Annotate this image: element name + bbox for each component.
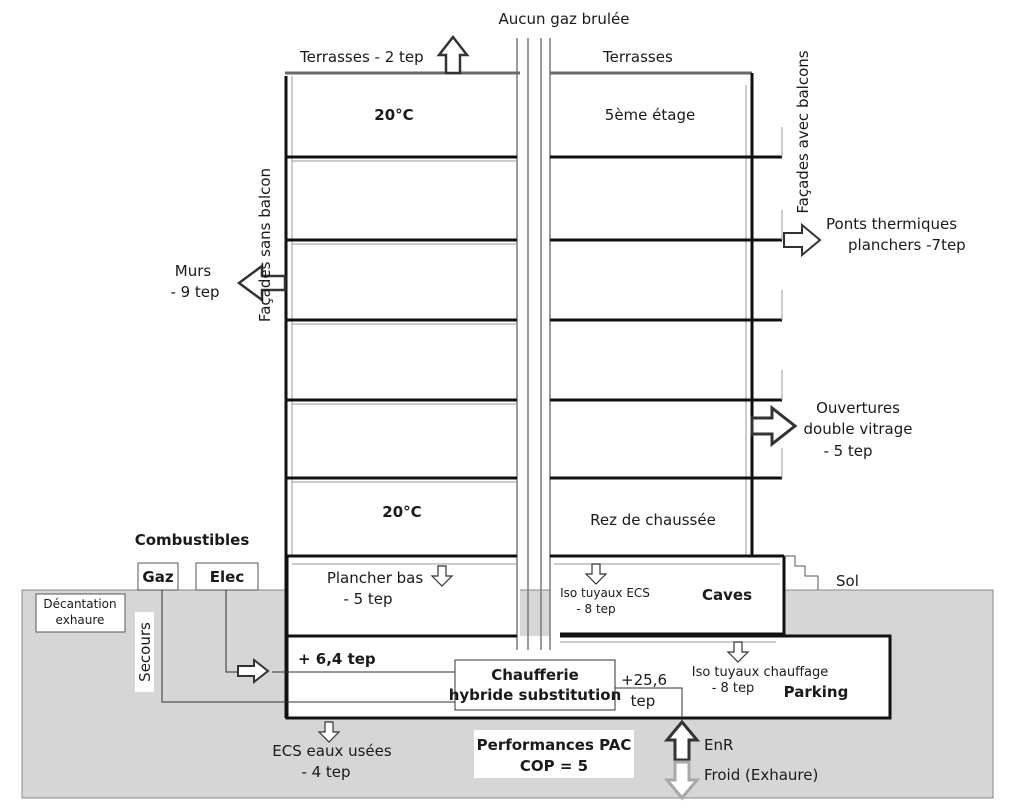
facades-right-label: Façades avec balcons: [794, 50, 812, 213]
right-floor-slabs: [550, 155, 784, 558]
ecs-label-2: - 4 tep: [301, 763, 350, 781]
gaz-label: Gaz: [142, 568, 173, 586]
decantation-label-2: exhaure: [56, 613, 105, 627]
iso-ecs-label-2: - 8 tep: [576, 602, 615, 616]
performances-box: [474, 730, 634, 778]
murs-label-1: Murs: [175, 262, 212, 280]
ponts-label-1: Ponts thermiques: [826, 215, 957, 233]
parking-label: Parking: [784, 683, 849, 701]
enr-label: EnR: [704, 736, 733, 754]
left-floor-slab-shadows: [292, 160, 517, 565]
froid-label: Froid (Exhaure): [704, 766, 818, 784]
murs-label-2: - 9 tep: [170, 283, 219, 301]
ouvertures-arrow: [750, 404, 798, 448]
ecs-label-1: ECS eaux usées: [272, 742, 392, 760]
soil-steps: [784, 555, 819, 590]
iso-ecs-label-1: Iso tuyaux ECS: [560, 586, 650, 600]
ouvertures-label-3: - 5 tep: [823, 442, 872, 460]
caves-area: [550, 556, 784, 634]
facades-left-label: Façades sans balcon: [256, 168, 274, 322]
terrasses-left-label: Terrasses - 2 tep: [299, 48, 424, 66]
left-floor-slabs: [286, 155, 517, 558]
secours-box: [135, 612, 154, 692]
basement-outline: [285, 556, 892, 720]
gaz-pipe: [161, 590, 455, 703]
plancher-bas-label-1: Plancher bas: [327, 569, 424, 587]
temp-ground-label: 20°C: [382, 503, 421, 521]
terrasses-right-label: Terrasses: [602, 48, 673, 66]
enr-arrow: [663, 719, 701, 762]
sol-label: Sol: [836, 572, 859, 590]
floor-top-label: 5ème étage: [605, 106, 695, 124]
top-title: Aucun gaz brulée: [499, 10, 630, 28]
chaufferie-to-enr-line: [615, 687, 683, 722]
performances-label-2: COP = 5: [520, 757, 588, 775]
elec-box: [195, 562, 259, 591]
iso-chauffage-label-2: - 8 tep: [712, 681, 755, 696]
plancher-bas-arrow: [430, 565, 454, 587]
building-right-interior: [550, 76, 752, 636]
plancher-bas-label-2: - 5 tep: [343, 590, 392, 608]
elec-input-arrow: [237, 657, 270, 685]
murs-loss-arrow: [236, 263, 287, 303]
terrasses-loss-arrow: [436, 34, 470, 75]
temp-top-label: 20°C: [374, 106, 413, 124]
caves-outline: [560, 556, 786, 636]
chaufferie-label-1: Chaufferie: [491, 666, 579, 684]
secours-label: Secours: [136, 622, 154, 682]
ponts-thermiques-arrow: [783, 222, 822, 258]
caves-label: Caves: [702, 586, 752, 604]
ponts-label-2: planchers -7tep: [848, 236, 966, 254]
froid-arrow: [663, 760, 701, 801]
ecs-loss-arrow: [317, 721, 341, 743]
performances-label-1: Performances PAC: [477, 736, 632, 754]
combustibles-label: Combustibles: [135, 531, 250, 549]
plus-256-label-1: +25,6: [621, 671, 667, 689]
iso-chauffage-arrow: [726, 641, 750, 663]
chaufferie-box: [454, 659, 616, 711]
decantation-box: [35, 593, 126, 633]
iso-chauffage-label-1: Iso tuyaux chauffage: [692, 665, 829, 680]
plus-256-label-2: tep: [631, 692, 656, 710]
ouvertures-label-2: double vitrage: [804, 420, 913, 438]
floor-ground-label: Rez de chaussée: [590, 511, 716, 529]
iso-ecs-arrow: [584, 563, 608, 585]
building-left-interior: [285, 76, 520, 718]
plus-64-label: + 6,4 tep: [298, 650, 376, 668]
ouvertures-label-1: Ouvertures: [816, 399, 900, 417]
chaufferie-label-2: hybride substitution: [449, 686, 622, 704]
gaz-box: [137, 562, 179, 591]
decantation-label-1: Décantation: [43, 597, 116, 611]
elec-label: Elec: [210, 568, 244, 586]
elec-pipe: [225, 590, 238, 673]
